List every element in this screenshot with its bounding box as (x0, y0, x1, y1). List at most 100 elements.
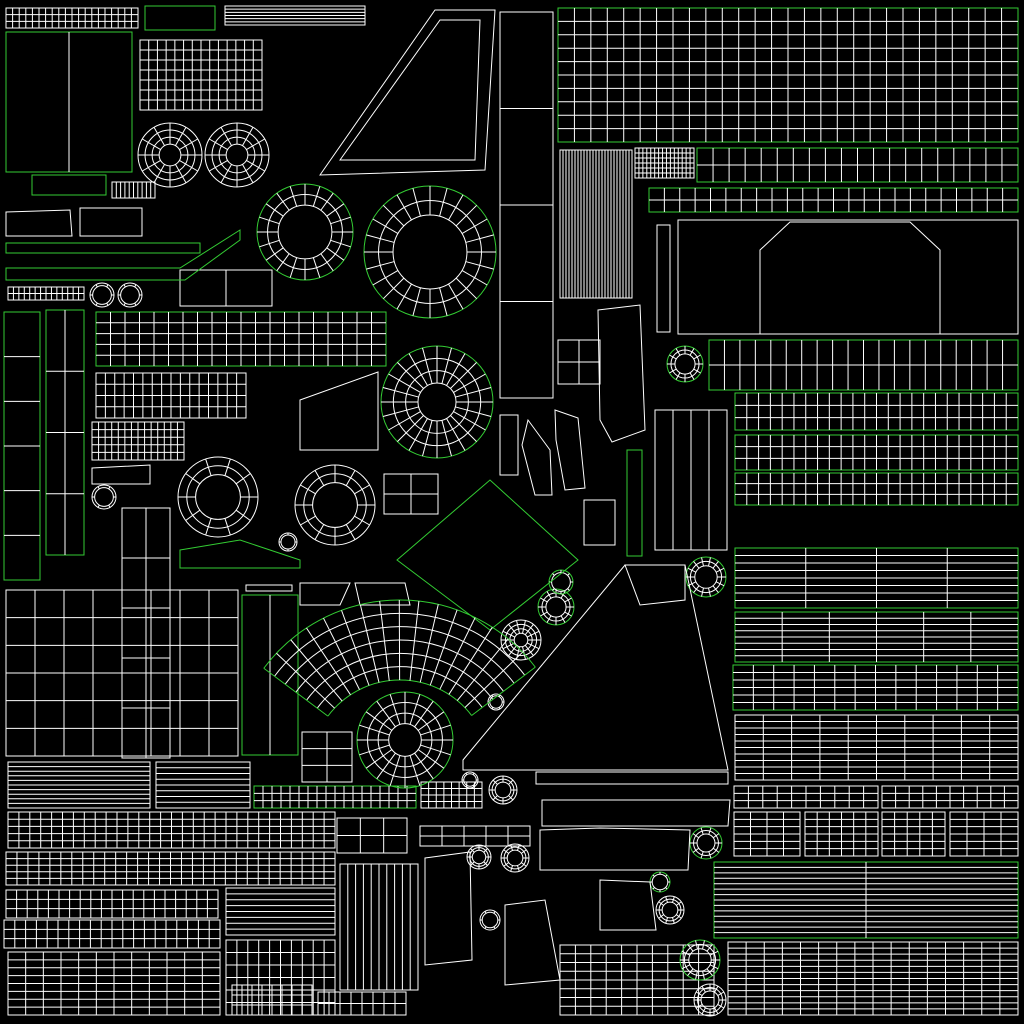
uv-edge (142, 138, 161, 150)
uv-edge (695, 991, 703, 996)
uv-edge (701, 557, 704, 567)
uv-edge (652, 887, 655, 890)
uv-edge (492, 795, 498, 801)
uv-edge (560, 615, 566, 623)
uv-edge (289, 257, 298, 278)
uv-edge (439, 188, 448, 217)
uv-edge (695, 940, 698, 950)
uv-edge (712, 847, 720, 853)
uv-edge (382, 277, 405, 300)
uv-edge (540, 597, 548, 603)
uv-edge (205, 458, 212, 476)
uv-edge (450, 415, 477, 442)
uv-edge (396, 283, 412, 310)
uv-edge (564, 597, 572, 603)
uv-edge (701, 587, 704, 597)
uv-edge (693, 585, 700, 593)
uv-polygon-island-7 (759, 221, 941, 335)
uv-edge (669, 354, 677, 360)
uv-edge (388, 411, 421, 431)
uv-edge (455, 204, 478, 227)
uv-edge (376, 700, 396, 728)
uv-edge (246, 138, 265, 150)
uv-edge (453, 373, 486, 393)
uv-edge (448, 194, 464, 221)
uv-edge (455, 406, 492, 417)
uv-edge (465, 234, 494, 243)
uv-edge (330, 239, 351, 248)
uv-polygon-island-1 (319, 9, 496, 176)
uv-fan-edge (448, 626, 493, 695)
uv-edge (441, 420, 452, 457)
uv-edge (461, 270, 488, 286)
uv-edge (359, 724, 390, 736)
uv-edge (681, 964, 691, 970)
uv-edge (701, 1007, 706, 1015)
uv-polygon-island-26 (539, 827, 691, 871)
uv-edge (409, 755, 421, 786)
uv-edge (491, 707, 494, 710)
uv-edge (259, 216, 280, 225)
uv-edge (516, 844, 520, 851)
uv-polygon-island-14 (521, 418, 553, 496)
uv-edge (689, 372, 695, 380)
uv-edge (312, 257, 321, 278)
uv-edge (508, 645, 518, 656)
uv-edge (95, 284, 98, 288)
uv-edge (185, 473, 201, 485)
uv-polygon-island-25 (79, 207, 143, 237)
uv-edge (470, 848, 475, 853)
uv-edge (503, 849, 509, 854)
uv-edge (521, 849, 527, 854)
uv-edge (300, 484, 316, 495)
uv-edge (246, 160, 265, 172)
uv-edge (345, 524, 356, 540)
uv-edge (675, 348, 681, 356)
uv-edge (205, 518, 212, 536)
uv-polygon-island-2 (339, 19, 481, 161)
uv-edge (492, 779, 498, 785)
uv-edge (320, 253, 334, 272)
uv-polygon-island-10 (5, 242, 201, 254)
uv-island-25 (31, 174, 107, 196)
uv-edge (508, 779, 514, 785)
uv-edge (689, 348, 695, 356)
uv-edge (453, 411, 486, 431)
uv-edge (564, 611, 572, 617)
uv-polygon-island-29 (504, 899, 561, 986)
uv-edge (312, 186, 321, 207)
uv-edge (372, 270, 399, 286)
uv-edge (372, 218, 399, 234)
uv-edge (708, 827, 712, 835)
uv-edge (359, 744, 390, 756)
uv-polygon-island-21 (299, 582, 351, 606)
uv-edge (314, 470, 325, 486)
uv-edge (715, 567, 725, 573)
uv-edge (175, 164, 187, 183)
uv-edge (510, 844, 514, 851)
uv-fan-edge (341, 610, 370, 686)
uv-edge (441, 347, 452, 384)
uv-edge (448, 283, 464, 310)
uv-edge (108, 486, 111, 490)
uv-edge (450, 362, 477, 389)
uv-edge (652, 874, 655, 877)
uv-edge (702, 970, 705, 980)
uv-edge (209, 138, 228, 150)
uv-edge (366, 261, 395, 270)
uv-edge (714, 1007, 719, 1015)
uv-edge (693, 368, 701, 374)
uv-edge (508, 624, 518, 635)
uv-edge (675, 372, 681, 380)
uv-fan-edge (409, 600, 420, 681)
uv-polygon-island-9 (597, 304, 646, 443)
uv-fan-edge (439, 617, 476, 690)
uv-edge (700, 851, 704, 859)
uv-edge (706, 968, 713, 976)
uv-edge (708, 851, 712, 859)
uv-polygon-island-23 (91, 464, 151, 485)
uv-edge (95, 302, 98, 306)
uv-polygon-island-13 (499, 414, 519, 476)
uv-edge (420, 724, 451, 736)
uv-edge (702, 940, 705, 950)
